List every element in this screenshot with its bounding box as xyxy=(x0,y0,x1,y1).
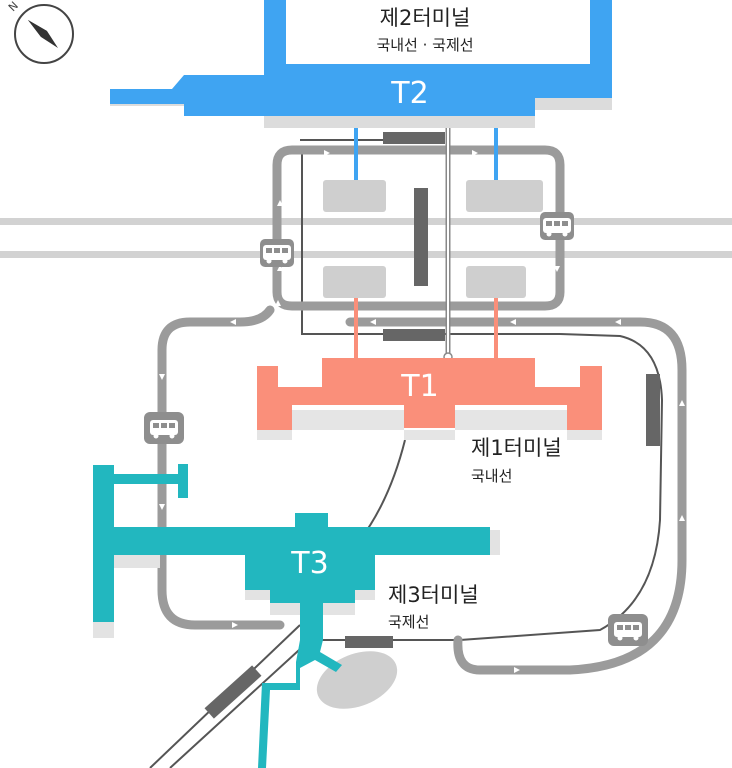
bus-stop-t2-east[interactable] xyxy=(540,212,574,240)
terminal-1-service: 국내선 xyxy=(471,467,512,485)
terminal-1-name: 제1터미널 xyxy=(471,436,562,460)
t2-connectors xyxy=(354,112,498,180)
terminal-3-building: T3 xyxy=(93,464,500,768)
t1-connectors xyxy=(354,298,498,360)
compass-icon: N xyxy=(6,0,74,64)
terminal-1-building: T1 xyxy=(257,358,602,440)
terminal-2-name: 제2터미널 xyxy=(380,6,471,30)
access-roads xyxy=(149,139,664,768)
bus-stop-t2-west[interactable] xyxy=(260,239,294,267)
terminal-2-label: T2 xyxy=(390,76,428,111)
bus-stop-t3-north[interactable] xyxy=(144,412,184,444)
terminal-3-service: 국제선 xyxy=(388,613,429,631)
terminal-3-label: T3 xyxy=(290,546,328,581)
terminal-1-label: T1 xyxy=(400,369,438,404)
bus-stop-south-east[interactable] xyxy=(608,614,648,646)
terminal-3-name: 제3터미널 xyxy=(388,583,479,607)
railway xyxy=(0,218,732,258)
compass-north-label: N xyxy=(6,0,21,14)
terminal-2-building: T2 xyxy=(110,0,612,128)
ring-road xyxy=(157,145,687,675)
shuttle-tracks xyxy=(204,132,660,719)
terminal-2-service: 국내선 · 국제선 xyxy=(376,36,473,54)
